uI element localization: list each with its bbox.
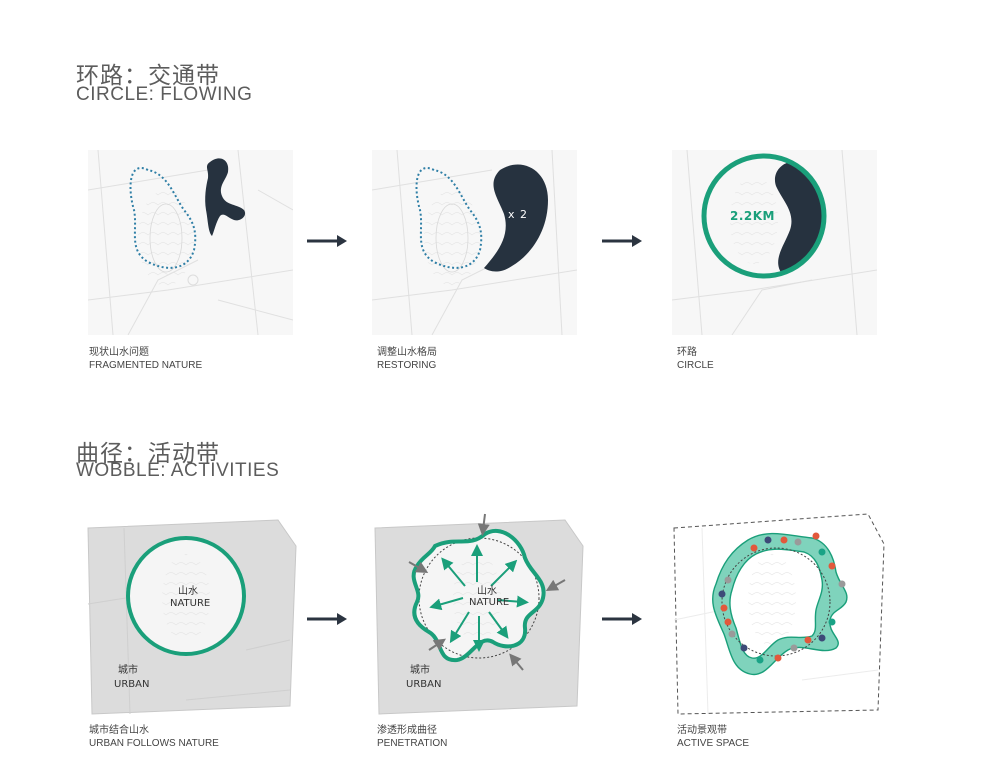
caption-restoring: 调整山水格局 RESTORING [377, 346, 437, 372]
mountain-contours [424, 190, 480, 286]
map-streets [673, 527, 879, 715]
mountain-contours [730, 176, 778, 264]
active-space-diagram [673, 513, 885, 715]
section1-title-zh: 环路：交通带 [76, 63, 220, 89]
fragmented-water-shape [205, 158, 246, 236]
caption-en: ACTIVE SPACE [677, 738, 750, 749]
section1-title-en: CIRCLE: FLOWING [76, 84, 253, 105]
caption-zh: 现状山水问题 [89, 347, 149, 358]
urban-follows-nature-diagram: 山水 NATURE 城市 URBAN [87, 519, 297, 715]
outward-arrows [429, 544, 529, 652]
circle-distance-label: 2.2KM [730, 209, 775, 223]
urban-label-en: URBAN [406, 679, 441, 690]
caption-zh: 渗透形成曲径 [377, 725, 437, 736]
restoring-multiplier-label: x 2 [508, 208, 528, 221]
mountain-dotted-boundary [415, 167, 483, 269]
caption-zh: 活动景观带 [677, 725, 727, 736]
urban-label-zh: 城市 [118, 663, 138, 676]
mountain-contours [748, 554, 796, 646]
caption-zh: 调整山水格局 [377, 347, 437, 358]
nature-label-en: NATURE [469, 597, 509, 608]
circle-water-shape [774, 162, 825, 274]
mountain-dotted-boundary [129, 167, 197, 269]
caption-penetration: 渗透形成曲径 PENETRATION [377, 724, 447, 750]
active-band [712, 532, 848, 676]
activity-dots [718, 532, 846, 664]
map-streets [88, 150, 293, 335]
nature-label-zh: 山水 [477, 585, 497, 597]
caption-circle: 环路 CIRCLE [677, 346, 714, 372]
flow-arrow [602, 235, 642, 247]
mountain-contours [162, 554, 210, 642]
nature-label-en: NATURE [170, 598, 210, 609]
penetration-diagram: 山水 NATURE 城市 URBAN [374, 513, 584, 715]
caption-urban-follows-nature: 城市结合山水 URBAN FOLLOWS NATURE [89, 724, 219, 750]
caption-fragmented-nature: 现状山水问题 FRAGMENTED NATURE [89, 346, 202, 372]
caption-en: FRAGMENTED NATURE [89, 360, 203, 371]
section2-title-en: WOBBLE: ACTIVITIES [76, 460, 280, 481]
caption-en: URBAN FOLLOWS NATURE [89, 738, 219, 749]
restoring-diagram: x 2 [372, 150, 577, 335]
flow-arrow [307, 235, 347, 247]
wobble-boundary [411, 529, 546, 663]
nature-label-zh: 山水 [178, 585, 198, 597]
section2-title-zh: 曲径：活动带 [76, 441, 220, 467]
caption-en: PENETRATION [377, 738, 448, 749]
circle-diagram: 2.2KM [672, 150, 877, 335]
flow-arrow [602, 613, 642, 625]
caption-zh: 城市结合山水 [89, 725, 149, 736]
flow-arrow [307, 613, 347, 625]
restored-water-shape [484, 164, 548, 272]
mountain-contours [138, 190, 194, 286]
caption-zh: 环路 [677, 347, 697, 358]
nature-boundary-ring [126, 536, 246, 656]
circle-ring-road [701, 153, 827, 279]
caption-active-space: 活动景观带 ACTIVE SPACE [677, 724, 749, 750]
inward-arrows [408, 513, 566, 671]
map-streets [672, 150, 877, 335]
urban-label-zh: 城市 [410, 663, 430, 676]
caption-en: CIRCLE [677, 360, 714, 371]
caption-en: RESTORING [377, 360, 437, 371]
urban-label-en: URBAN [114, 679, 149, 690]
fragmented-nature-diagram [88, 150, 293, 335]
